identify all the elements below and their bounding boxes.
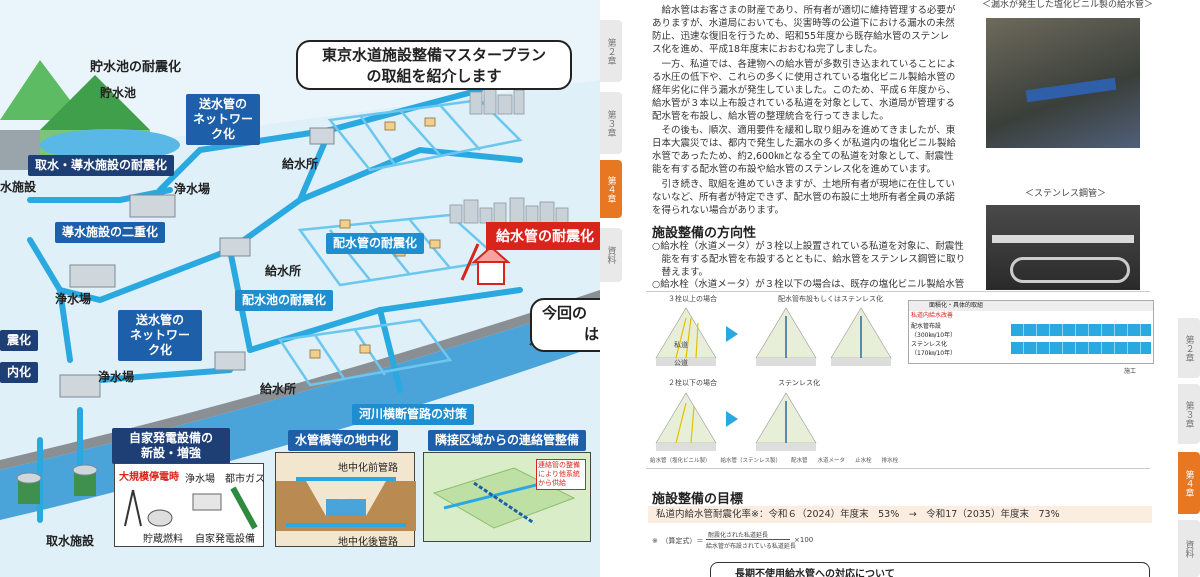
stainless-coil-shape — [1010, 257, 1130, 283]
schedule-row-3: ステンレス化 （170㎞/10年） — [909, 339, 1153, 357]
label-intake-seismic: 取水・導水施設の耐震化 — [28, 155, 175, 176]
label-purification-1: 浄水場 — [174, 182, 211, 196]
formula-mark: ※ （算定式）＝ — [652, 537, 704, 545]
callout-line-2: の取組を紹介します — [366, 67, 502, 85]
label-supply-station-2: 給水所 — [265, 264, 302, 278]
private-road-diagram: ３栓以上の場合 配水管布設もしくはステンレス化 ２栓以下の場合 ステンレス化 私… — [646, 291, 1154, 469]
label-left-cut-2: 震化 — [0, 330, 39, 351]
label-purif-small: 浄水場 — [185, 474, 215, 485]
chapter-tab-4[interactable]: 第４章 — [600, 160, 622, 218]
legend-pvc: 給水管（塩化ビニル製） — [650, 458, 711, 464]
long-unused-box: 長期不使用給水管への対応について — [710, 562, 1150, 577]
cut-callout-line-1: 今回の — [542, 304, 588, 322]
label-transmission-network: 送水管の ネットワーク化 — [186, 94, 260, 145]
stainless-pipe-photo — [986, 205, 1140, 290]
direction-item-2: ○給水栓（水道メータ）が３栓以下の場合は、既存の塩化ビニル製給水管を — [652, 279, 965, 290]
inset-private-power: 大規模停電時 浄水場 都市ガス 貯蔵燃料 自家発電設備 — [114, 463, 265, 547]
right-chapter-tab-2[interactable]: 第２章 — [1178, 318, 1200, 378]
cut-callout-line-2: はこ — [584, 325, 600, 343]
pipe-in-photo — [1025, 77, 1117, 103]
power-inset-illustration — [124, 486, 258, 530]
document-page: 第２章 第３章 第４章 資料 第２章 第３章 第４章 資料 給水管はお客さまの財… — [600, 0, 1200, 577]
water-master-plan-infographic: 東京水道施設整備マスタープラン の取組を紹介します 今回の はこ 貯水池の耐震化… — [0, 0, 600, 577]
legend-stainless: 給水管（ステンレス製） — [720, 458, 782, 464]
schedule-row-2: 配水管布設 （300㎞/10年） — [909, 321, 1153, 339]
chapter-tab-3[interactable]: 第３章 — [600, 92, 622, 154]
legend-drain: 排水栓 — [881, 458, 899, 464]
direction-item-1: ○給水栓（水道メータ）が３栓以上設置されている私道を対象に、耐震性能を有する配水… — [652, 241, 966, 278]
inset-underground: 地中化前管路 河川 地中化後管路 — [275, 452, 416, 548]
right-chapter-tab-4[interactable]: 第４章 — [1178, 452, 1200, 514]
target-rate-bar: 私道内給水管耐震化率※：令和６（2024）年度末 53% → 令和17（2035… — [648, 506, 1152, 523]
schedule-bar-2 — [1011, 342, 1151, 354]
master-plan-callout: 東京水道施設整備マスタープラン の取組を紹介します — [296, 40, 572, 90]
schedule-row-1: 私道内給水改善 — [911, 312, 954, 319]
paragraph-3: その後も、順次、適用要件を緩和し取り組みを進めてきましたが、東日本大震災では、都… — [652, 125, 957, 175]
label-transmission-network-2: 送水管の ネットワーク化 — [118, 310, 202, 361]
label-blackout: 大規模停電時 — [119, 472, 179, 483]
schedule-header: 面積化・具体的取組 — [909, 301, 1153, 311]
callout-line-1: 東京水道施設整備マスタープラン — [321, 46, 547, 64]
label-left-cut-3: 内化 — [0, 362, 39, 383]
label-fuel: 貯蔵燃料 — [143, 534, 183, 545]
case-b-label: 配水管布設もしくはステンレス化 — [778, 295, 883, 303]
case-c-label: ２栓以下の場合 — [668, 379, 717, 387]
right-chapter-tab-appendix[interactable]: 資料 — [1178, 520, 1200, 577]
heading-long-unused: 長期不使用給水管への対応について — [735, 569, 895, 577]
label-conduit-duplex: 導水施設の二重化 — [55, 222, 166, 243]
right-chapter-tab-3[interactable]: 第３章 — [1178, 384, 1200, 444]
inset-adjacent-link: 連絡管の整備 により他系統 から供給 — [423, 452, 591, 542]
formula-numerator: 耐震化された私道延長 — [708, 532, 769, 539]
case-d-label: ステンレス化 — [778, 379, 820, 387]
schedule-legend: 施工 — [1124, 368, 1137, 375]
paragraph-2: 一方、私道では、各建物への給水管が多数引き込まれていることによる水圧の低下や、こ… — [652, 59, 956, 122]
label-before-underground: 地中化前管路 — [338, 463, 398, 474]
schedule-table: 面積化・具体的取組 私道内給水改善 配水管布設 （300㎞/10年） ステンレス… — [908, 300, 1154, 364]
chapter-tab-2[interactable]: 第２章 — [600, 20, 622, 82]
stainless-photo-caption: ＜ステンレス鋼管＞ — [1025, 189, 1107, 199]
label-supply-station-1: 給水所 — [282, 157, 319, 171]
label-link-note: 連絡管の整備 により他系統 から供給 — [536, 459, 586, 490]
label-reservoir-pool-seismic: 配水池の耐震化 — [235, 290, 334, 311]
legend-distribution: 配水管 — [791, 458, 808, 464]
label-purification-3: 浄水場 — [98, 370, 135, 384]
formula-denominator: 給水管が布設されている私道延長 — [706, 543, 796, 550]
legend-stop-valve: 止水栓 — [855, 458, 872, 464]
label-adjacent-link: 隣接区域からの連絡管整備 — [428, 430, 587, 451]
label-after-underground: 地中化後管路 — [338, 537, 398, 548]
road-schematic — [655, 307, 892, 451]
diagram-legend: 給水管（塩化ビニル製） 給水管（ステンレス製） 配水管 水道メータ 止水栓 排水… — [650, 456, 950, 464]
stainless-pipe-shape — [992, 235, 1134, 243]
label-left-cut-1: 水施設 — [0, 180, 37, 194]
paragraph-4: 引き続き、取組を進めていきますが、土地所有者が現地に在住していないなど、所有者が… — [652, 179, 955, 216]
label-reservoir-seismic: 貯水池の耐震化 — [90, 60, 182, 75]
label-distribution-pipe-seismic: 配水管の耐震化 — [326, 233, 425, 254]
case-a-label: ３栓以上の場合 — [668, 295, 717, 303]
label-purification-2: 浄水場 — [55, 292, 92, 306]
formula-line — [706, 539, 790, 540]
leak-pipe-photo — [986, 18, 1140, 148]
heading-target: 施設整備の目標 — [652, 492, 744, 507]
label-private-power: 自家発電設備の 新設・増強 — [112, 428, 230, 464]
legend-meter: 水道メータ — [817, 458, 846, 464]
label-bridge-underground: 水管橋等の地中化 — [288, 430, 399, 451]
cut-callout: 今回の はこ — [530, 298, 600, 352]
label-reservoir: 貯水池 — [100, 86, 137, 100]
heading-direction: 施設整備の方向性 — [652, 226, 757, 241]
underground-illustration — [276, 477, 416, 531]
private-road-label: 私道 — [674, 341, 688, 349]
label-supply-station-3: 給水所 — [260, 382, 297, 396]
schedule-bar-1 — [1011, 324, 1151, 336]
label-private-power-small: 自家発電設備 — [195, 534, 255, 545]
formula-multiplier: ×100 — [794, 536, 814, 544]
label-river-crossing: 河川横断管路の対策 — [352, 404, 475, 425]
label-service-pipe-seismic: 給水管の耐震化 — [486, 222, 600, 250]
label-intake: 取水施設 — [46, 534, 95, 548]
leak-photo-caption: ＜漏水が発生した塩化ビニル製の給水管＞ — [982, 0, 1154, 10]
label-city-gas: 都市ガス — [225, 474, 265, 485]
public-road-label: 公道 — [674, 359, 688, 367]
chapter-tab-appendix[interactable]: 資料 — [600, 228, 622, 282]
paragraph-1: 給水管はお客さまの財産であり、所有者が適切に維持管理する必要がありますが、水道局… — [652, 5, 956, 55]
